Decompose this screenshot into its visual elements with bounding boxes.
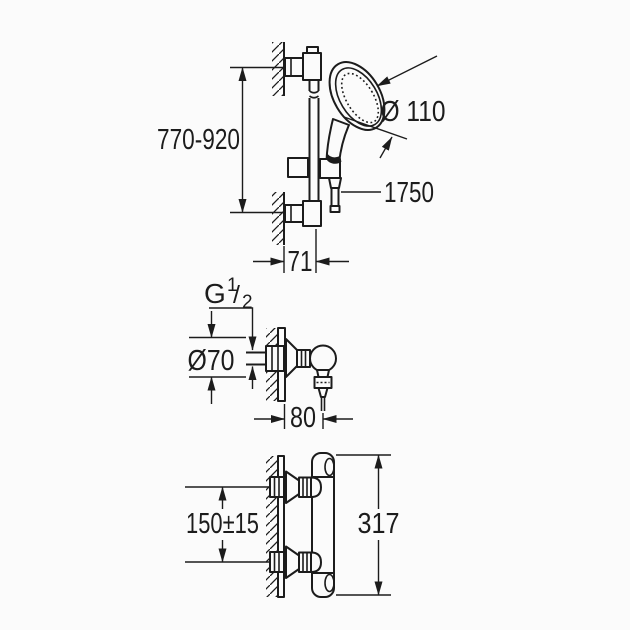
thread-label-slash: / <box>233 281 240 309</box>
connector-ring <box>296 349 311 368</box>
dimension-rail-height: 770-920 <box>157 66 284 214</box>
bracket-arm <box>284 57 304 77</box>
dimension-leader-upper <box>376 55 438 87</box>
escutcheon <box>285 470 300 504</box>
dimension-label-wall-offset: 71 <box>288 246 313 278</box>
hex-nut <box>265 345 285 372</box>
thread-leader-line <box>209 307 257 351</box>
wall-union-view: G1/2 Ø70 80 <box>188 275 353 434</box>
holder-socket <box>326 153 342 164</box>
dimension-escutcheon-diameter: Ø70 <box>188 311 246 404</box>
dimension-wall-offset: 71 <box>253 229 349 278</box>
dimension-label-connection-spacing: 150±15 <box>186 508 259 540</box>
hose-end-cap <box>329 205 341 213</box>
bracket-arm <box>284 204 304 223</box>
bracket-block <box>302 52 322 81</box>
outlet-neck <box>316 369 330 378</box>
union-nut <box>298 551 312 573</box>
hex-nut <box>269 551 285 573</box>
inlet-dome <box>310 551 322 573</box>
wall-hatching <box>272 42 284 96</box>
handle-end-top <box>324 457 335 477</box>
rail-break-line <box>309 90 319 94</box>
dimension-label-body-height: 317 <box>358 508 400 540</box>
thermostat-body <box>311 452 335 598</box>
hex-nut <box>269 476 285 498</box>
thread-size-label: G1/2 <box>204 275 253 313</box>
dimension-connection-spacing: 150±15 <box>185 486 270 563</box>
dimension-projection: 80 <box>254 402 353 434</box>
thermostat-view: 150±15 317 <box>185 452 400 598</box>
slider-knob <box>287 157 309 178</box>
dimension-label-rail-height: 770-920 <box>157 124 240 156</box>
wall-hatching <box>272 192 284 245</box>
outlet-cone <box>317 387 329 398</box>
handle-end-bottom <box>324 573 335 593</box>
escutcheon <box>285 545 300 579</box>
escutcheon <box>285 338 298 378</box>
rail-break-line <box>309 95 319 99</box>
dimension-thread-size: G1/2 <box>204 275 257 389</box>
shower-hose <box>328 177 342 213</box>
dimension-arrow-lower <box>379 136 393 159</box>
dimension-leader-lower <box>343 116 408 140</box>
spray-nozzle-dots <box>340 72 380 124</box>
dimension-label-escutcheon-diameter: Ø70 <box>188 345 235 377</box>
hose-connector <box>328 177 342 189</box>
ball-joint <box>309 344 337 373</box>
union-body <box>246 338 337 411</box>
wall-bracket-top <box>272 42 322 96</box>
bracket-block <box>302 200 322 227</box>
shower-rail <box>308 80 320 201</box>
wall-strip <box>277 455 285 598</box>
thread-label-denominator: 2 <box>242 292 253 313</box>
s-union-bottom <box>269 545 322 579</box>
dimension-hose-length: 1750 <box>341 177 434 209</box>
union-nut <box>298 476 312 498</box>
thread-label-numerator: 1 <box>227 275 238 296</box>
dimension-head-diameter: Ø 110 <box>343 55 446 159</box>
shower-rail-set-view: 770-920 Ø 110 1750 71 <box>157 42 446 278</box>
handshower-face-rim <box>334 67 383 127</box>
dimension-body-height: 317 <box>336 454 400 596</box>
dimension-label-projection: 80 <box>290 402 316 434</box>
thread-label-g: G <box>204 278 226 309</box>
wall-bracket-bottom <box>272 192 322 245</box>
s-union-top <box>269 470 322 504</box>
inlet-dome <box>310 476 322 498</box>
dimension-label-head-diameter: Ø 110 <box>381 96 446 128</box>
dimension-label-hose-length: 1750 <box>384 177 434 209</box>
rail-slider <box>287 153 342 179</box>
